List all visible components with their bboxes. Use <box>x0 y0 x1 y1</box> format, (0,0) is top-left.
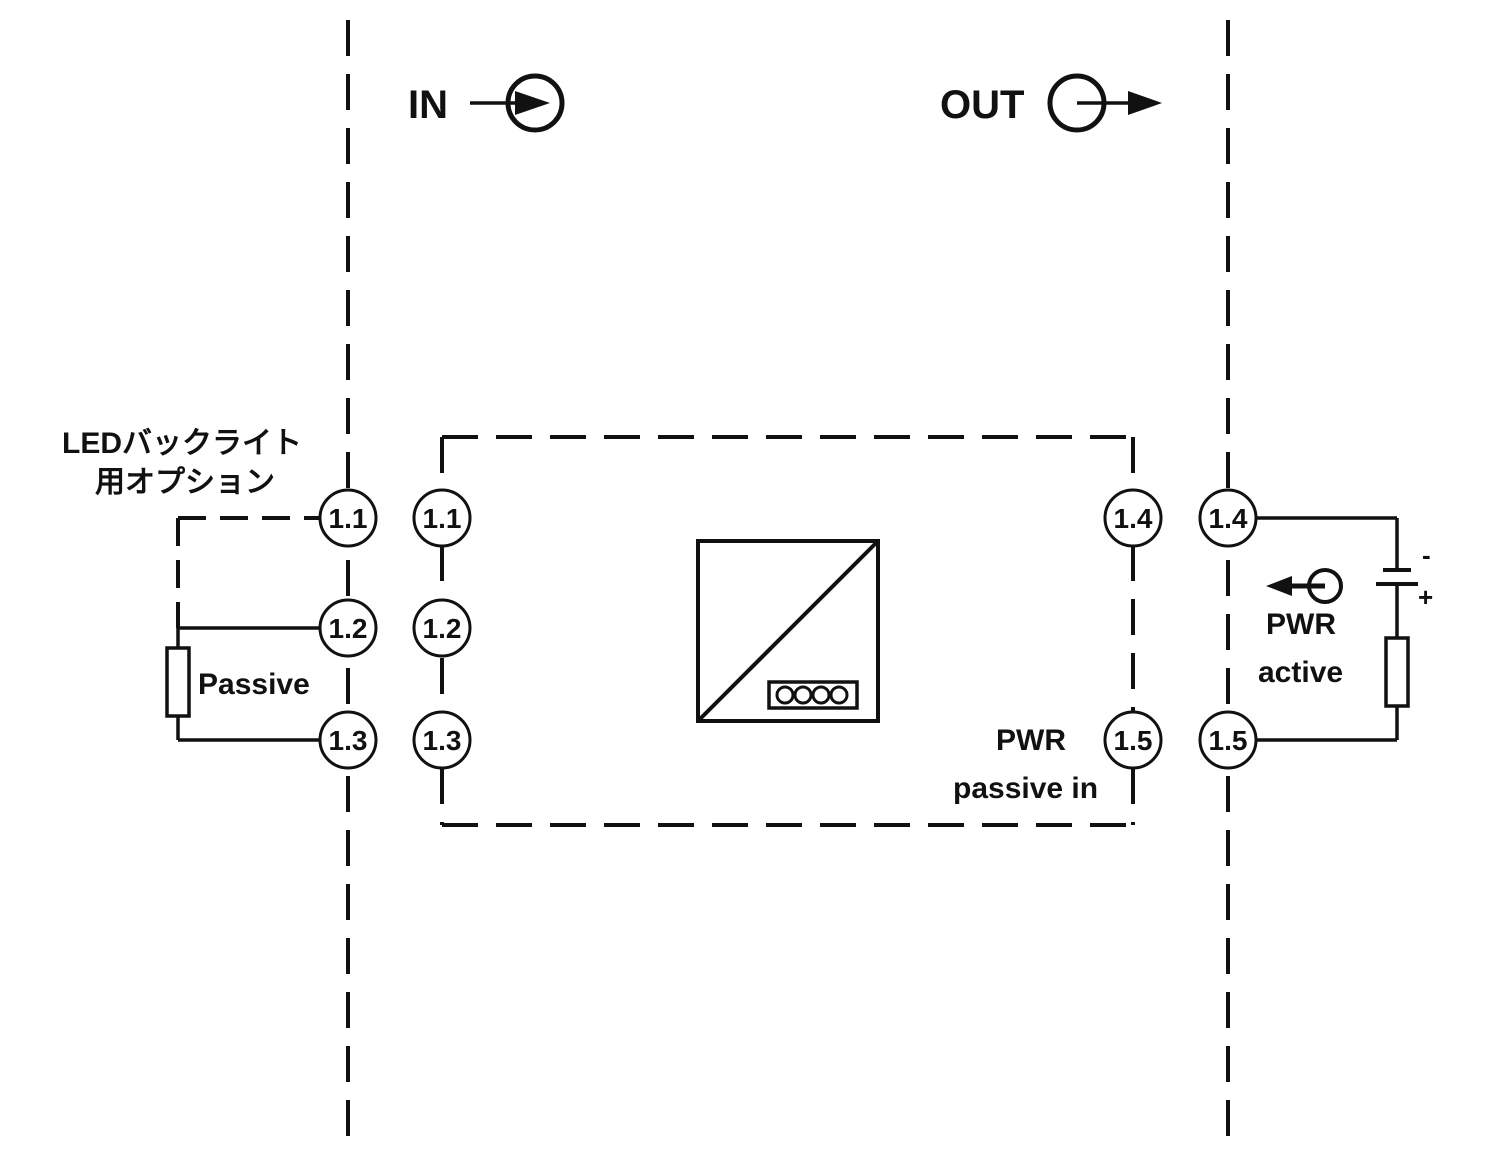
svg-text:1.1: 1.1 <box>329 503 368 534</box>
terminal-left-outer-1: 1.1 <box>318 488 378 548</box>
pwr-passive-label-line1: PWR <box>996 724 1066 757</box>
battery-minus-label: - <box>1422 540 1431 570</box>
active-wiring <box>1256 516 1399 742</box>
passive-label: Passive <box>198 668 310 701</box>
pwr-active-label-line1: PWR <box>1266 608 1336 641</box>
svg-text:1.5: 1.5 <box>1209 725 1248 756</box>
svg-text:1.2: 1.2 <box>423 613 462 644</box>
terminal-left-inner-1: 1.1 <box>412 488 472 548</box>
pwr-active-label-line2: active <box>1258 656 1343 689</box>
out-arrow-icon <box>1047 73 1162 133</box>
terminal-left-inner-2: 1.2 <box>412 598 472 658</box>
pwr-source-icon <box>1266 568 1343 604</box>
in-arrow-icon <box>470 73 565 133</box>
terminal-right-inner-1: 1.4 <box>1103 488 1163 548</box>
terminal-left-outer-3: 1.3 <box>318 710 378 770</box>
svg-text:1.5: 1.5 <box>1114 725 1153 756</box>
in-label: IN <box>408 83 448 127</box>
svg-text:1.2: 1.2 <box>329 613 368 644</box>
pwr-passive-label-line2: passive in <box>953 772 1098 805</box>
svg-text:1.4: 1.4 <box>1209 503 1248 534</box>
active-resistor-icon <box>1384 636 1410 708</box>
terminal-left-outer-2: 1.2 <box>318 598 378 658</box>
terminal-right-inner-2: 1.5 <box>1103 710 1163 770</box>
module-box <box>440 435 1135 827</box>
battery-plus-label: + <box>1418 582 1433 612</box>
passive-resistor-icon <box>165 646 191 718</box>
battery-icon <box>1376 568 1418 586</box>
led-option-label-line2: 用オプション <box>95 466 275 499</box>
terminal-right-outer-2: 1.5 <box>1198 710 1258 770</box>
svg-text:1.3: 1.3 <box>329 725 368 756</box>
converter-icon <box>696 539 880 723</box>
out-label: OUT <box>940 83 1024 127</box>
terminal-left-inner-3: 1.3 <box>412 710 472 770</box>
led-option-label-line1: LEDバックライト <box>62 427 302 460</box>
svg-text:1.3: 1.3 <box>423 725 462 756</box>
svg-text:1.1: 1.1 <box>423 503 462 534</box>
passive-wiring <box>176 516 320 742</box>
svg-text:1.4: 1.4 <box>1114 503 1153 534</box>
terminal-right-outer-1: 1.4 <box>1198 488 1258 548</box>
